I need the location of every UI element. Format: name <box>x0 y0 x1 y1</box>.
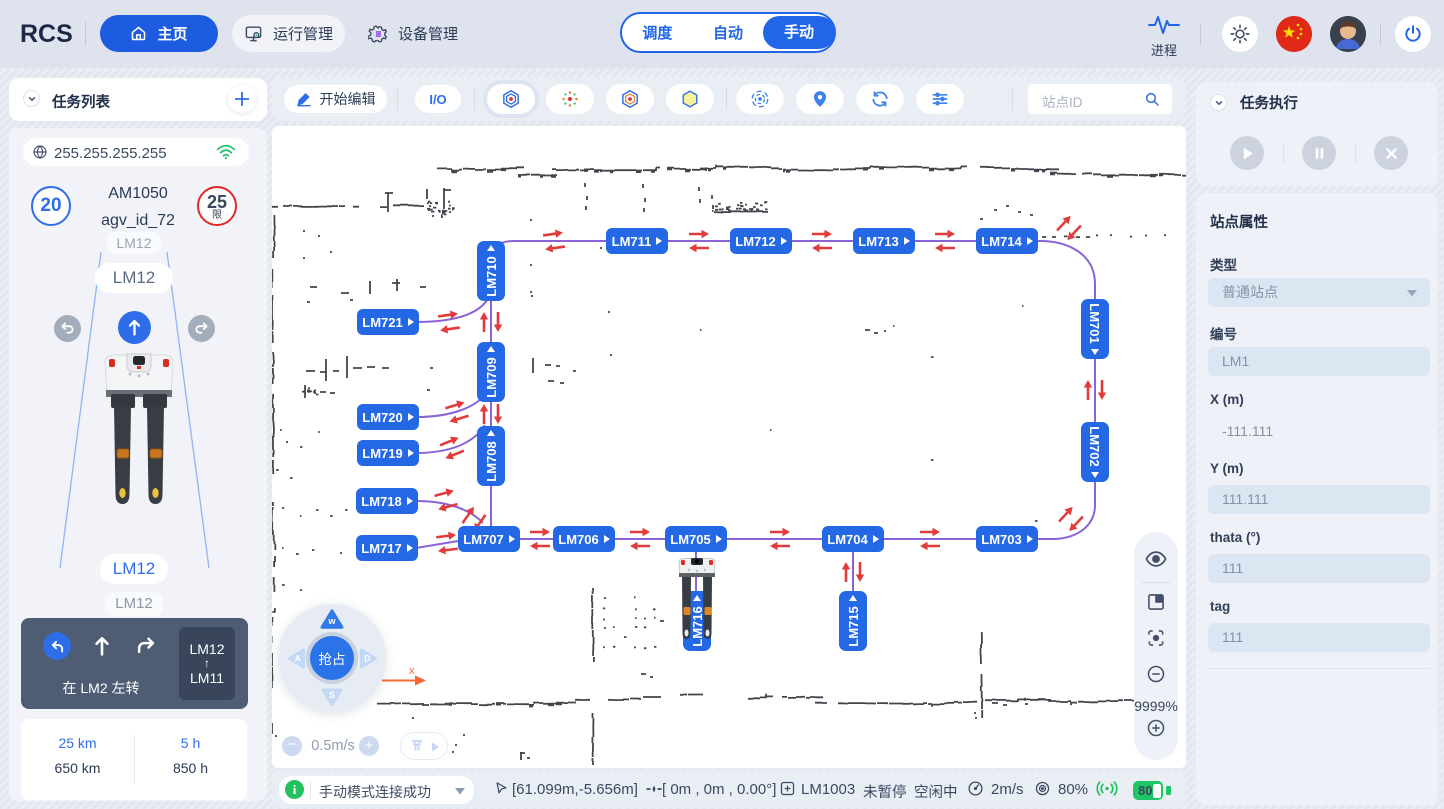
svg-text:w: w <box>327 616 336 626</box>
svg-text:x: x <box>409 665 415 677</box>
svg-text:D: D <box>364 654 371 664</box>
svg-text:A: A <box>295 654 302 664</box>
svg-text:S: S <box>329 690 335 700</box>
